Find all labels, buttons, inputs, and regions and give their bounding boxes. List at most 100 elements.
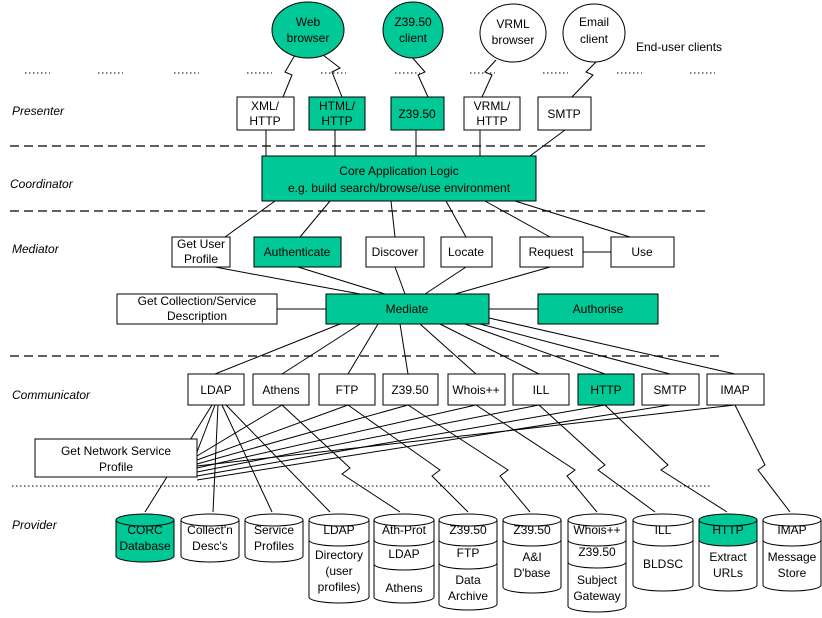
layer-label-presenter: Presenter — [12, 104, 65, 118]
svg-text:Z39.50: Z39.50 — [449, 523, 487, 537]
connectors — [144, 54, 791, 513]
svg-text:Whois++: Whois++ — [452, 383, 499, 397]
db-corc-database: CORC Database — [115, 513, 175, 563]
svg-text:D'base: D'base — [514, 566, 551, 580]
svg-text:IMAP: IMAP — [777, 523, 806, 537]
svg-text:VRML/: VRML/ — [474, 99, 511, 113]
svg-text:FTP: FTP — [336, 383, 359, 397]
mediator-locate: Locate — [440, 236, 493, 268]
svg-text:Z39.50: Z39.50 — [513, 523, 551, 537]
end-user-clients-caption: End-user clients — [636, 40, 722, 54]
svg-text:Ath-Prot: Ath-Prot — [382, 523, 427, 537]
mediator-discover: Discover — [365, 236, 425, 268]
core-application-logic: Core Application Logic e.g. build search… — [261, 155, 537, 202]
svg-text:Archive: Archive — [448, 589, 488, 603]
svg-text:Database: Database — [119, 539, 171, 553]
svg-text:Get Collection/Service: Get Collection/Service — [138, 294, 257, 308]
presenter-z3950: Z39.50 — [390, 96, 445, 131]
svg-text:client: client — [580, 32, 609, 46]
mediator-use: Use — [610, 236, 675, 268]
mediator-get-collection: Get Collection/Service Description — [116, 293, 278, 325]
db-athens: Ath-Prot LDAP Athens — [373, 513, 435, 604]
svg-text:Z39.50: Z39.50 — [578, 545, 616, 559]
mediator-authorise: Authorise — [537, 293, 659, 325]
comm-z3950: Z39.50 — [382, 373, 439, 406]
layer-label-coordinator: Coordinator — [10, 177, 74, 191]
comm-athens: Athens — [252, 373, 310, 406]
svg-text:Z39.50: Z39.50 — [398, 107, 436, 121]
client-email: Email client — [562, 3, 626, 63]
svg-text:Data: Data — [455, 573, 481, 587]
svg-text:Core Application Logic: Core Application Logic — [339, 164, 458, 178]
svg-text:Athens: Athens — [385, 581, 422, 595]
presenter-html-http: HTML/ HTTP — [308, 96, 366, 131]
mediator-authenticate: Authenticate — [253, 236, 342, 268]
svg-text:Extract: Extract — [709, 550, 747, 564]
svg-text:Profiles: Profiles — [254, 539, 294, 553]
svg-text:HTML/: HTML/ — [319, 99, 356, 113]
svg-text:Discover: Discover — [372, 245, 419, 259]
svg-text:URLs: URLs — [713, 566, 743, 580]
svg-text:Description: Description — [167, 309, 227, 323]
client-vrml-browser: VRML browser — [479, 3, 547, 63]
comm-get-network-service-profile: Get Network Service Profile — [34, 438, 198, 478]
svg-text:Profile: Profile — [184, 252, 218, 266]
comm-whois: Whois++ — [447, 373, 506, 406]
db-data-archive: Z39.50 FTP Data Archive — [438, 513, 498, 611]
mediator-mediate: Mediate — [325, 293, 490, 325]
layer-label-mediator: Mediator — [12, 242, 60, 256]
svg-text:A&I: A&I — [522, 550, 541, 564]
svg-text:Directory: Directory — [315, 548, 363, 562]
dotted-separators — [12, 72, 715, 487]
svg-text:Get User: Get User — [177, 237, 225, 251]
mediator-get-user-profile: Get User Profile — [171, 236, 231, 268]
db-service-profiles: Service Profiles — [244, 513, 304, 563]
comm-smtp: SMTP — [641, 373, 700, 406]
svg-text:ILL: ILL — [655, 523, 672, 537]
svg-text:VRML: VRML — [496, 17, 530, 31]
svg-text:HTTP: HTTP — [249, 114, 280, 128]
svg-text:Desc's: Desc's — [192, 539, 228, 553]
svg-text:Profile: Profile — [99, 460, 133, 474]
svg-text:Mediate: Mediate — [386, 302, 429, 316]
svg-text:Whois++: Whois++ — [573, 523, 620, 537]
svg-text:HTTP: HTTP — [321, 114, 352, 128]
svg-text:Z39.50: Z39.50 — [394, 15, 432, 29]
client-z3950: Z39.50 client — [382, 1, 444, 59]
svg-text:Web: Web — [296, 15, 321, 29]
svg-text:LDAP: LDAP — [323, 523, 354, 537]
svg-text:Collect'n: Collect'n — [187, 523, 233, 537]
svg-text:(user: (user — [325, 564, 352, 578]
svg-text:profiles): profiles) — [318, 580, 361, 594]
layer-label-communicator: Communicator — [12, 388, 91, 402]
svg-text:HTTP: HTTP — [590, 383, 621, 397]
svg-text:SMTP: SMTP — [547, 107, 580, 121]
db-ai-dbase: Z39.50 A&I D'base — [502, 513, 562, 594]
svg-text:LDAP: LDAP — [388, 547, 419, 561]
svg-text:FTP: FTP — [457, 546, 480, 560]
mediator-request: Request — [519, 236, 584, 268]
svg-text:HTTP: HTTP — [712, 523, 743, 537]
svg-text:browser: browser — [492, 33, 535, 47]
svg-text:client: client — [399, 31, 428, 45]
svg-text:Service: Service — [254, 523, 294, 537]
svg-text:Request: Request — [529, 245, 574, 259]
presenter-vrml-http: VRML/ HTTP — [463, 96, 521, 131]
db-message-store: IMAP Message Store — [762, 513, 822, 592]
svg-text:browser: browser — [287, 31, 330, 45]
db-subject-gateway: Whois++ Z39.50 Subject Gateway — [567, 513, 627, 613]
svg-text:CORC: CORC — [127, 523, 163, 537]
layer-label-provider: Provider — [12, 518, 58, 532]
svg-text:Message: Message — [768, 550, 817, 564]
db-extract-urls: HTTP Extract URLs — [698, 513, 758, 592]
svg-text:Get Network Service: Get Network Service — [61, 444, 171, 458]
svg-text:BLDSC: BLDSC — [643, 557, 683, 571]
svg-text:Authorise: Authorise — [573, 302, 624, 316]
svg-text:Athens: Athens — [262, 383, 299, 397]
presenter-xml-http: XML/ HTTP — [236, 96, 295, 131]
comm-imap: IMAP — [706, 373, 765, 406]
db-ldap-directory: LDAP Directory (user profiles) — [308, 513, 370, 604]
db-bldsc: ILL BLDSC — [632, 513, 694, 592]
comm-ldap: LDAP — [187, 373, 245, 406]
